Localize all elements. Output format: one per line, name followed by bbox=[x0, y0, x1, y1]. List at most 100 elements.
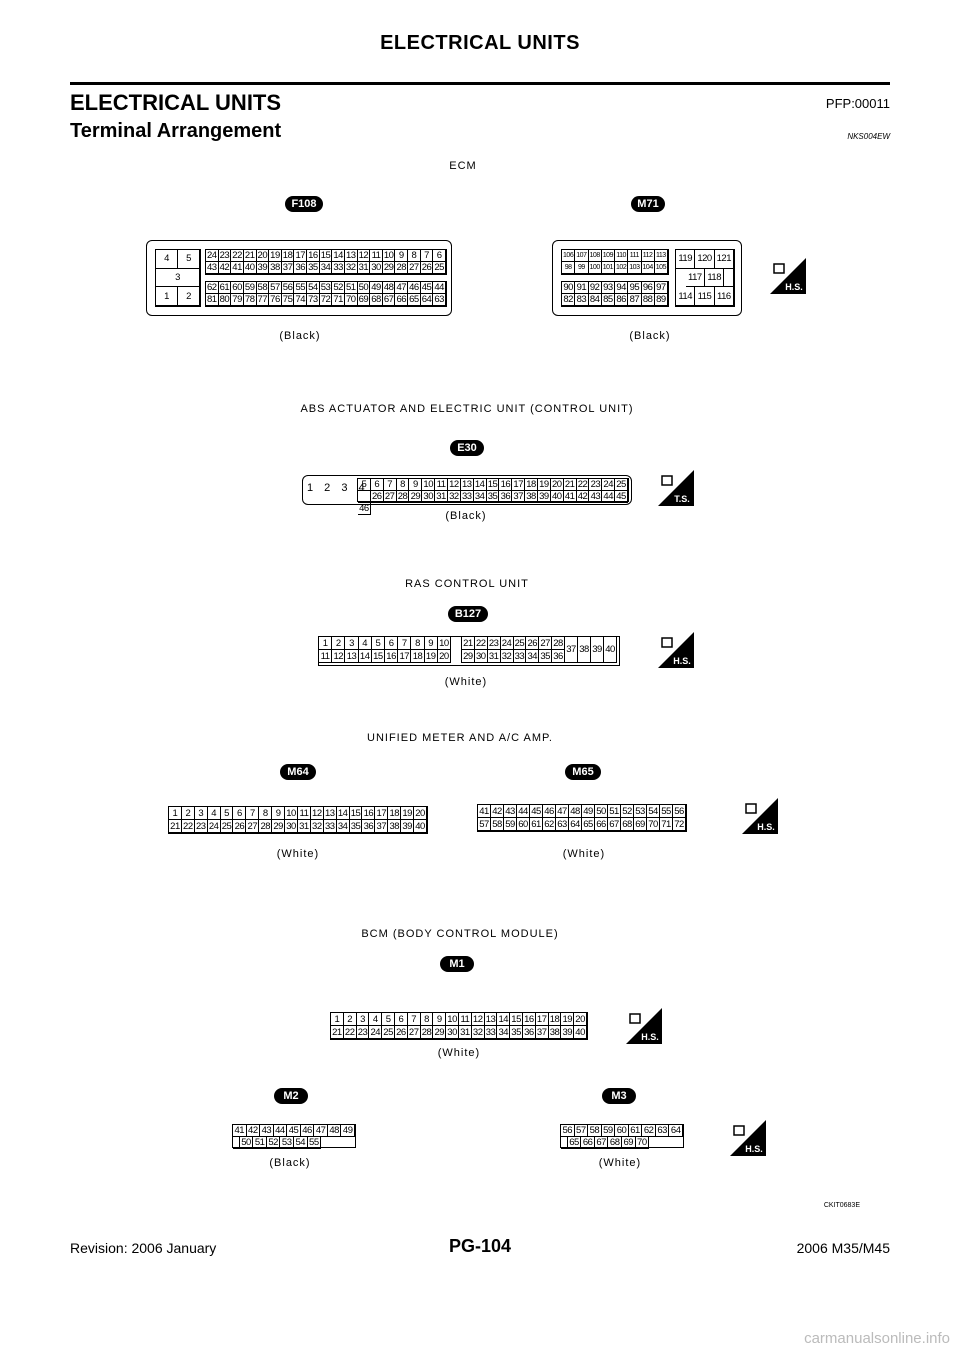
ts-harness-icon: T.S. bbox=[658, 470, 694, 506]
pin-cell: 11 bbox=[297, 807, 311, 820]
pin-cell: 17 bbox=[512, 479, 526, 491]
pin-cell: 88 bbox=[641, 294, 655, 306]
pin-cell: 23 bbox=[356, 1026, 370, 1039]
pin-cell: 43 bbox=[504, 805, 517, 818]
pin-cell: 20 bbox=[550, 479, 564, 491]
pin-cell: 32 bbox=[500, 650, 514, 663]
pin-cell: 92 bbox=[588, 282, 602, 294]
pin-cell: 33 bbox=[323, 820, 337, 833]
pin-cell: 44 bbox=[433, 282, 446, 294]
m64-color: (White) bbox=[276, 848, 320, 860]
pin-cell: 2 bbox=[332, 637, 346, 650]
pin-cell: 68 bbox=[608, 1137, 622, 1149]
pin-cell: 72 bbox=[673, 818, 686, 831]
pin-cell: 9 bbox=[272, 807, 286, 820]
subsection-title: Terminal Arrangement bbox=[70, 120, 282, 142]
pin-cell: 68 bbox=[370, 294, 383, 306]
pin-cell: 4 bbox=[358, 637, 372, 650]
pin-cell: 111 bbox=[628, 250, 642, 262]
pin-cell: 24 bbox=[602, 479, 616, 491]
pin-cell: 19 bbox=[401, 807, 415, 820]
pin-cell: 47 bbox=[395, 282, 409, 294]
pin-cell: 24 bbox=[207, 820, 221, 833]
pin-cell: 75 bbox=[281, 294, 295, 306]
pin-cell: 59 bbox=[601, 1125, 616, 1137]
pin-cell: 9 bbox=[424, 637, 438, 650]
pin-cell: 42 bbox=[246, 1125, 261, 1137]
pin-cell: 55 bbox=[307, 1137, 322, 1149]
pin-cell: 32 bbox=[310, 820, 324, 833]
pin-cell: 6 bbox=[433, 250, 446, 262]
pin-cell: 37 bbox=[535, 1026, 549, 1039]
pin-cell: 54 bbox=[647, 805, 660, 818]
pin-cell: 38 bbox=[388, 820, 402, 833]
pin-cell: 67 bbox=[382, 294, 396, 306]
pin-cell: 54 bbox=[293, 1137, 308, 1149]
pin-cell: 31 bbox=[435, 491, 448, 503]
b127-tag: B127 bbox=[448, 606, 488, 622]
pin-cell: 26 bbox=[370, 491, 384, 503]
pin-cell: 38 bbox=[269, 262, 282, 274]
pin-cell: 2 bbox=[181, 807, 195, 820]
m71-color: (Black) bbox=[629, 330, 671, 342]
pin-cell: 29 bbox=[433, 1026, 447, 1039]
pin-cell: 98 bbox=[562, 262, 576, 274]
pin-cell: 30 bbox=[474, 650, 488, 663]
ecm-title: ECM bbox=[449, 160, 477, 172]
subsection-code: NKS004EW bbox=[847, 132, 890, 141]
pin-cell: 33 bbox=[513, 650, 527, 663]
pin-cell: 45 bbox=[530, 805, 543, 818]
pin-cell: 45 bbox=[287, 1125, 301, 1137]
pin-cell: 51 bbox=[344, 282, 358, 294]
pin-cell: 21 bbox=[462, 637, 475, 650]
pin-cell: 48 bbox=[327, 1125, 342, 1137]
pin-cell: 23 bbox=[218, 250, 232, 262]
pin-cell: 78 bbox=[243, 294, 257, 306]
svg-text:H.S.: H.S. bbox=[785, 282, 803, 292]
pin-cell: 52 bbox=[621, 805, 634, 818]
pin-cell: 27 bbox=[407, 1026, 421, 1039]
pin-cell: 14 bbox=[473, 479, 487, 491]
pin-cell: 43 bbox=[206, 262, 219, 274]
pin-cell: 20 bbox=[574, 1013, 587, 1026]
pin-cell: 63 bbox=[655, 1125, 670, 1137]
pin-cell: 50 bbox=[357, 282, 371, 294]
pin-cell: 8 bbox=[420, 1013, 434, 1026]
pin-cell: 25 bbox=[433, 262, 446, 274]
f108-color: (Black) bbox=[279, 330, 321, 342]
pin-cell: 67 bbox=[608, 818, 621, 831]
pin-cell: 80 bbox=[218, 294, 232, 306]
section-code: PFP:00011 bbox=[825, 96, 890, 111]
abs-title: ABS ACTUATOR AND ELECTRIC UNIT (CONTROL … bbox=[300, 403, 634, 415]
e30-tag: E30 bbox=[450, 440, 484, 456]
pin-cell: 1 bbox=[331, 1013, 344, 1026]
pin-cell: 87 bbox=[628, 294, 642, 306]
pin-cell: 64 bbox=[420, 294, 434, 306]
pin-cell: 45 bbox=[420, 282, 434, 294]
pin-cell: 37 bbox=[375, 820, 389, 833]
pin-cell: 33 bbox=[484, 1026, 498, 1039]
pin-cell: 85 bbox=[601, 294, 615, 306]
pin-cell: 10 bbox=[382, 250, 396, 262]
pin-cell: 40 bbox=[243, 262, 257, 274]
hs-harness-icon: H.S. bbox=[742, 798, 778, 834]
pin-cell: 36 bbox=[523, 1026, 536, 1039]
pin-cell: 34 bbox=[336, 820, 350, 833]
pin-cell: 32 bbox=[447, 491, 461, 503]
pin-cell: 13 bbox=[344, 250, 358, 262]
pin-cell: 112 bbox=[641, 250, 655, 262]
pin-cell: 28 bbox=[420, 1026, 434, 1039]
pin-cell: 10 bbox=[285, 807, 298, 820]
pin-cell: 17 bbox=[375, 807, 389, 820]
pin-cell: 21 bbox=[563, 479, 577, 491]
pin-cell: 7 bbox=[398, 637, 412, 650]
pin-cell: 38 bbox=[525, 491, 538, 503]
pin-cell: 58 bbox=[588, 1125, 602, 1137]
